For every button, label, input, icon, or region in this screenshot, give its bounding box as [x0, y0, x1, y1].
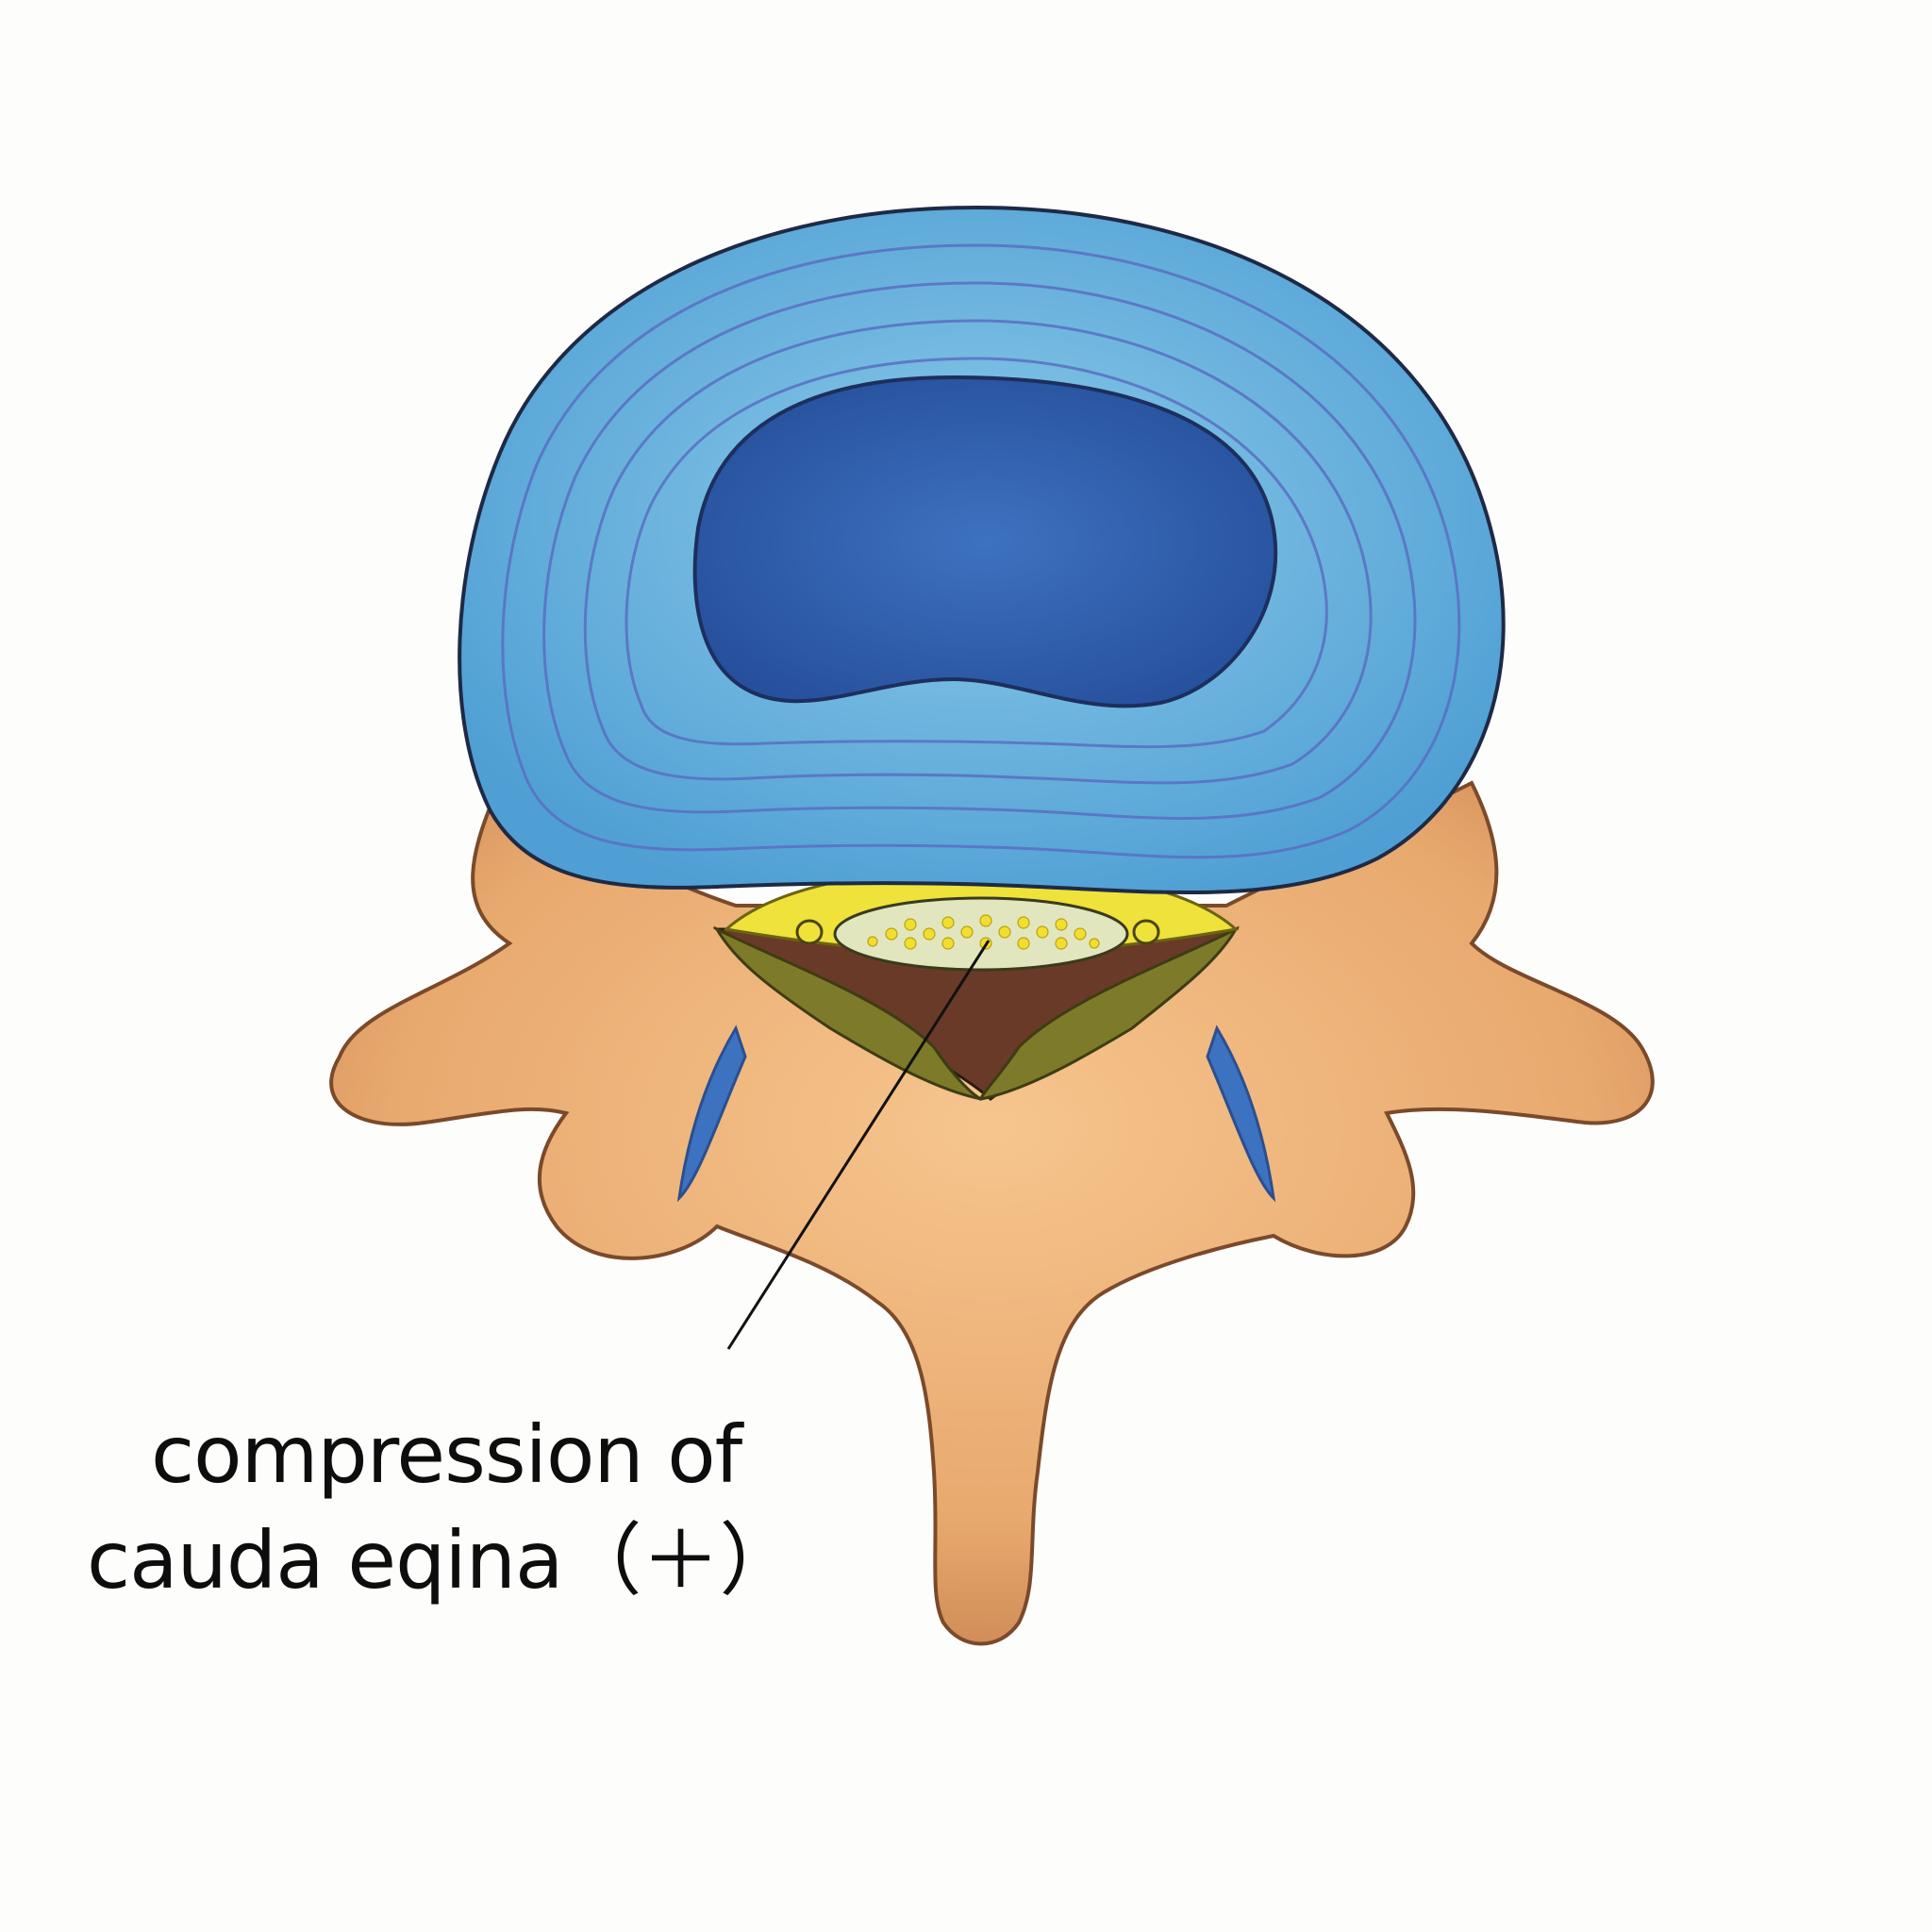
nerve-rootlets: [867, 914, 1100, 950]
nucleus-pulposus: [692, 375, 1278, 708]
right-nerve-root: [1132, 919, 1160, 945]
vertebral-arch-bone: [329, 779, 1655, 1646]
left-facet-cartilage: [676, 1024, 747, 1203]
annotation-leader-line: [726, 940, 991, 1350]
right-facet-cartilage: [1206, 1024, 1276, 1203]
right-ligamentum-flavum: [979, 925, 1240, 1101]
cauda-equina-sac: [833, 896, 1129, 972]
left-nerve-root: [795, 919, 824, 945]
annotation-text-line-2: cauda eqina（＋）: [87, 1514, 798, 1607]
annotation-text-line-1: compression of: [151, 1408, 742, 1501]
annulus-lamellae: [501, 243, 1461, 859]
